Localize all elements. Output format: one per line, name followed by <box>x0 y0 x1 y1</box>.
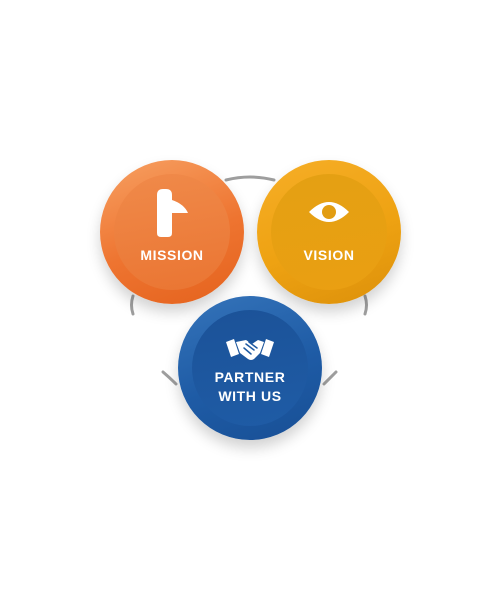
handshake-icon <box>224 334 276 369</box>
partner-label-line-1: PARTNER <box>214 369 286 385</box>
partner-inner-disc <box>192 310 308 426</box>
connector-arc-top <box>224 175 276 182</box>
connector-arc-right <box>363 294 368 316</box>
eye-icon <box>307 198 351 231</box>
vision-label-line: VISION <box>303 247 355 263</box>
partner-label: PARTNER WITH US <box>178 368 322 406</box>
flag-icon <box>154 186 190 243</box>
vision-label: VISION <box>257 246 401 265</box>
partner-circle[interactable]: PARTNER WITH US <box>178 296 322 440</box>
mission-circle[interactable]: MISSION <box>100 160 244 304</box>
vision-circle[interactable]: VISION <box>257 160 401 304</box>
mission-label: MISSION <box>100 246 244 265</box>
connector-arc-bottom-right <box>322 370 338 386</box>
connector-arc-bottom-left <box>161 370 178 386</box>
connector-arc-left <box>130 294 135 316</box>
vision-inner-disc <box>271 174 387 290</box>
partner-label-line-2: WITH US <box>218 388 282 404</box>
mission-label-line: MISSION <box>140 247 204 263</box>
